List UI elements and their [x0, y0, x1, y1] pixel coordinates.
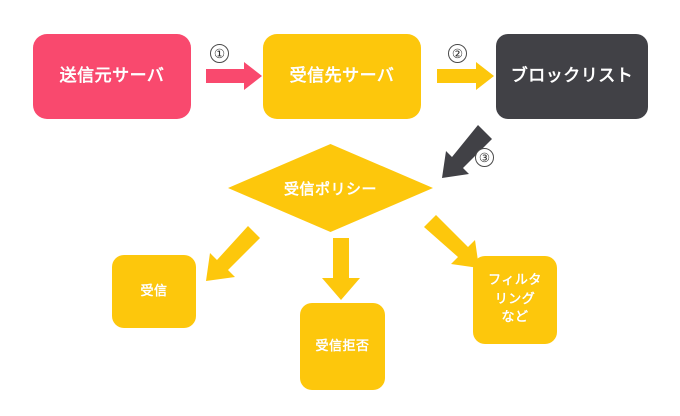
step-badge-2: ②	[448, 44, 467, 63]
arrow-source-to-dest-icon	[206, 62, 262, 90]
node-reject[interactable]: 受信拒否	[300, 303, 385, 390]
arrow-policy-to-accept-icon	[206, 226, 260, 281]
arrow-policy-to-reject-icon	[322, 238, 360, 300]
node-accept-label: 受信	[140, 283, 168, 299]
node-filtering-label-line2: リング	[494, 291, 536, 307]
node-filtering-label-line1: フィルタ	[488, 272, 542, 288]
node-blocklist-label: ブロックリスト	[510, 66, 634, 87]
node-accept[interactable]: 受信	[112, 255, 196, 328]
node-receive-policy[interactable]: 受信ポリシー	[228, 144, 433, 232]
arrow-dest-to-blocklist-icon	[437, 62, 494, 90]
node-filtering[interactable]: フィルタ リング など	[473, 256, 557, 344]
step-badge-3: ③	[475, 148, 494, 167]
node-source-server-label: 送信元サーバ	[59, 66, 165, 87]
node-blocklist[interactable]: ブロックリスト	[496, 34, 648, 119]
node-destination-server-label: 受信先サーバ	[289, 66, 395, 87]
step-badge-1: ①	[210, 44, 229, 63]
node-filtering-label-line3: など	[501, 310, 529, 326]
node-receive-policy-label: 受信ポリシー	[283, 179, 377, 198]
node-destination-server[interactable]: 受信先サーバ	[263, 34, 421, 119]
node-reject-label: 受信拒否	[315, 338, 370, 354]
node-source-server[interactable]: 送信元サーバ	[33, 34, 191, 119]
